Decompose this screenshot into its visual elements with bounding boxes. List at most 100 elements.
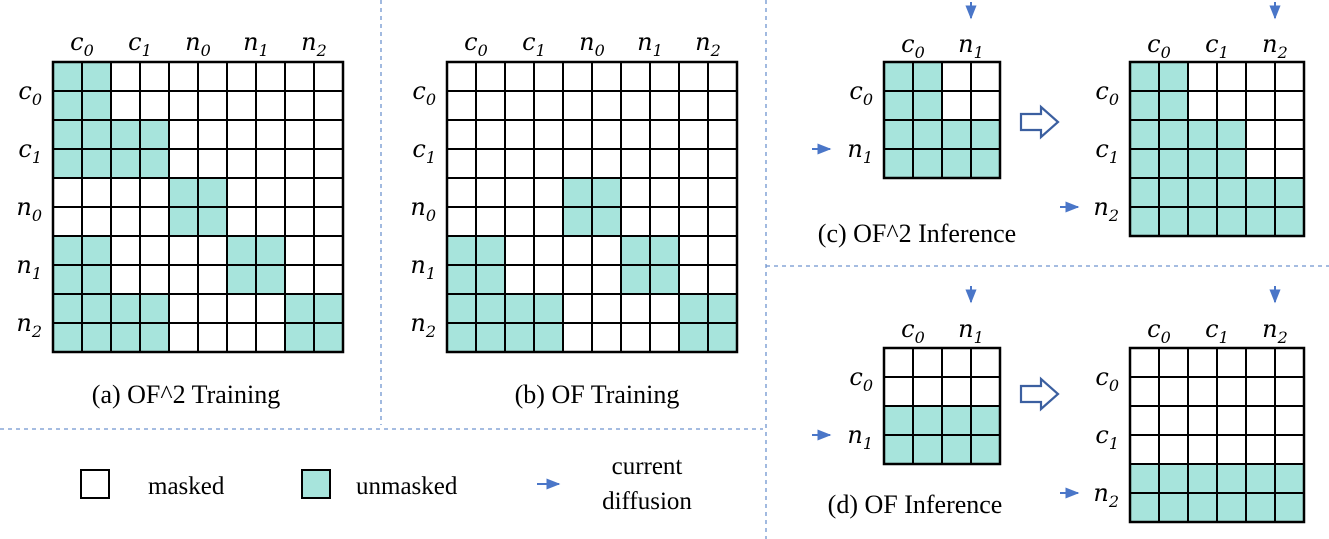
masked-cell	[591, 61, 622, 92]
row-label-c0: c0	[1095, 363, 1119, 395]
masked-cell	[168, 61, 199, 92]
masked-cell	[620, 148, 651, 179]
col-label-c1: c1	[128, 28, 152, 60]
masked-cell	[562, 264, 593, 295]
masked-cell	[562, 293, 593, 324]
masked-cell	[620, 61, 651, 92]
masked-cell	[81, 206, 112, 237]
masked-cell	[591, 293, 622, 324]
masked-cell	[1245, 405, 1276, 436]
unmasked-cell	[562, 177, 593, 208]
unmasked-cell	[1129, 148, 1160, 179]
masked-cell	[678, 148, 709, 179]
masked-cell	[226, 119, 257, 150]
masked-cell	[284, 177, 315, 208]
masked-cell	[226, 61, 257, 92]
unmasked-cell	[139, 322, 170, 353]
masked-cell	[284, 90, 315, 121]
unmasked-cell	[678, 293, 709, 324]
masked-cell	[620, 119, 651, 150]
masked-cell	[313, 119, 344, 150]
unmasked-cell	[168, 206, 199, 237]
masked-cell	[1129, 347, 1160, 378]
unmasked-cell	[1129, 61, 1160, 92]
masked-cell	[970, 347, 1001, 378]
masked-cell	[707, 90, 738, 121]
masked-cell	[1274, 434, 1305, 465]
masked-cell	[678, 235, 709, 266]
masked-cell	[226, 177, 257, 208]
masked-cell	[255, 90, 286, 121]
unmasked-cell	[912, 148, 943, 179]
masked-cell	[533, 235, 564, 266]
col-label-c0: c0	[464, 28, 488, 60]
masked-cell	[591, 148, 622, 179]
unmasked-cell	[1274, 177, 1305, 208]
masked-cell	[1245, 90, 1276, 121]
masked-cell	[1245, 347, 1276, 378]
col-label-c1: c1	[1205, 30, 1229, 62]
masked-cell	[475, 90, 506, 121]
masked-cell	[197, 293, 228, 324]
row-label-n1: n1	[410, 251, 436, 283]
unmasked-cell	[912, 61, 943, 92]
legend-current-label-2: diffusion	[602, 488, 692, 515]
caption-d: (d) OF Inference	[828, 490, 1003, 519]
masked-cell	[1245, 119, 1276, 150]
col-label-n2: n2	[1262, 315, 1288, 347]
col-label-c0: c0	[901, 315, 925, 347]
unmasked-cell	[1187, 148, 1218, 179]
masked-cell	[168, 90, 199, 121]
masked-cell	[475, 61, 506, 92]
masked-cell	[139, 206, 170, 237]
masked-cell	[1274, 61, 1305, 92]
masked-cell	[168, 148, 199, 179]
masked-cell	[678, 206, 709, 237]
unmasked-cell	[1274, 206, 1305, 237]
unmasked-cell	[1129, 90, 1160, 121]
row-label-c0: c0	[412, 77, 436, 109]
col-label-n1: n1	[958, 315, 984, 347]
unmasked-cell	[475, 235, 506, 266]
caption-b: (b) OF Training	[515, 380, 680, 409]
row-label-c0: c0	[18, 77, 42, 109]
unmasked-cell	[620, 235, 651, 266]
unmasked-cell	[139, 148, 170, 179]
unmasked-cell	[533, 293, 564, 324]
unmasked-cell	[81, 235, 112, 266]
masked-cell	[562, 119, 593, 150]
row-label-n2: n2	[410, 309, 436, 341]
unmasked-cell	[970, 119, 1001, 150]
grid-border	[1128, 60, 1306, 238]
masked-cell	[1274, 405, 1305, 436]
masked-cell	[110, 235, 141, 266]
unmasked-cell	[1187, 177, 1218, 208]
unmasked-cell	[475, 322, 506, 353]
unmasked-cell	[81, 90, 112, 121]
unmasked-cell	[707, 293, 738, 324]
masked-cell	[620, 322, 651, 353]
row-label-n2: n2	[16, 309, 42, 341]
masked-cell	[1274, 119, 1305, 150]
unmasked-cell	[504, 322, 535, 353]
unmasked-cell	[1245, 492, 1276, 523]
masked-cell	[168, 322, 199, 353]
masked-cell	[226, 148, 257, 179]
unmasked-cell	[1158, 119, 1189, 150]
unmasked-cell	[139, 293, 170, 324]
unmasked-cell	[313, 293, 344, 324]
masked-cell	[533, 206, 564, 237]
unmasked-cell	[255, 264, 286, 295]
unmasked-cell	[226, 235, 257, 266]
unmasked-cell	[52, 119, 83, 150]
unmasked-cell	[52, 235, 83, 266]
masked-cell	[475, 148, 506, 179]
masked-cell	[139, 61, 170, 92]
unmasked-cell	[883, 119, 914, 150]
col-label-n2: n2	[1262, 30, 1288, 62]
unmasked-cell	[941, 405, 972, 436]
masked-cell	[446, 119, 477, 150]
masked-cell	[649, 322, 680, 353]
masked-cell	[313, 235, 344, 266]
